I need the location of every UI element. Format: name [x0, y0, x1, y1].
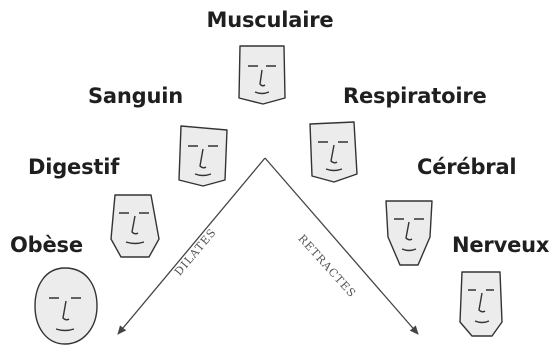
face-nerveux — [460, 272, 502, 336]
face-sanguin — [179, 126, 227, 186]
label-respiratoire: Respiratoire — [343, 84, 487, 108]
label-digestif: Digestif — [28, 155, 119, 179]
face-cerebral — [386, 201, 432, 265]
label-musculaire: Musculaire — [207, 8, 334, 32]
face-obese — [35, 268, 97, 344]
face-respiratoire — [310, 122, 357, 182]
label-obese: Obèse — [10, 233, 83, 257]
label-cerebral: Cérébral — [417, 155, 516, 179]
label-sanguin: Sanguin — [88, 84, 183, 108]
label-nerveux: Nerveux — [452, 233, 549, 257]
face-musculaire — [239, 46, 285, 104]
face-digestif — [111, 195, 159, 257]
